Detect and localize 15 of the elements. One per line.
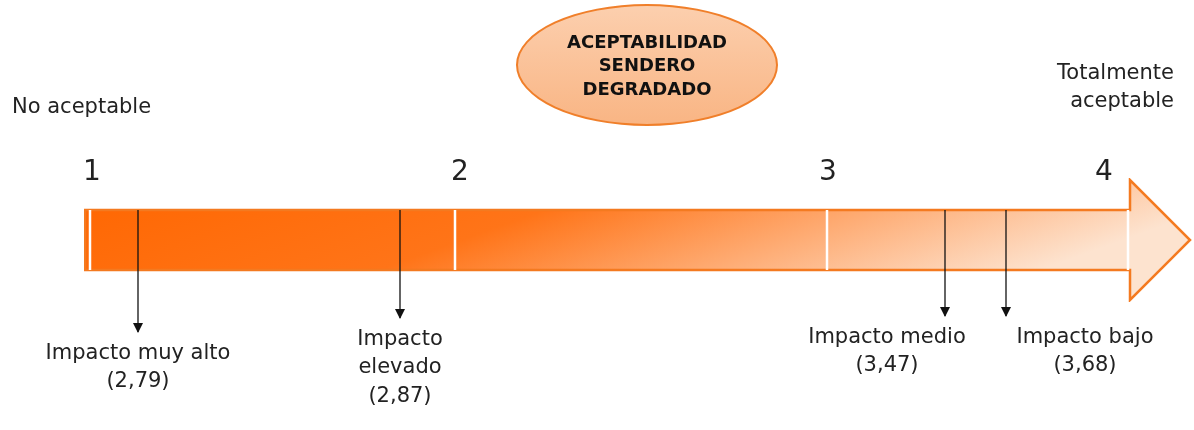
scale-number: 3: [818, 153, 838, 189]
impact-label: Impacto bajo (3,68): [1000, 322, 1170, 379]
impact-label: Impacto medio (3,47): [803, 322, 971, 379]
scale-number: 4: [1094, 153, 1114, 189]
scale-end-label: Totalmente aceptable: [1056, 59, 1174, 115]
leader-arrow: [133, 209, 143, 333]
impact-label: Impacto muy alto (2,79): [38, 338, 238, 395]
scale-end-label: No aceptable: [12, 93, 153, 120]
scale-number: 2: [450, 153, 470, 189]
title-ellipse: ACEPTABILIDAD SENDERO DEGRADADO: [516, 4, 778, 126]
leader-arrow: [1001, 209, 1011, 317]
leader-arrow: [940, 209, 950, 317]
scale-number: 1: [82, 153, 102, 189]
impact-label: Impacto elevado (2,87): [348, 324, 452, 410]
leader-arrow: [395, 209, 405, 319]
